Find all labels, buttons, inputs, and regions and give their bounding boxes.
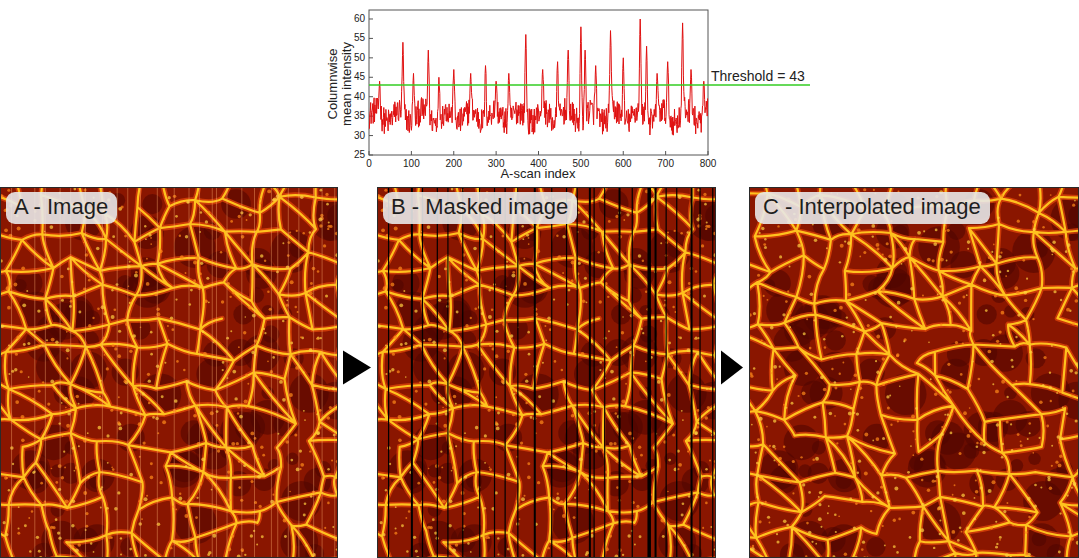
x-tick [665,151,666,155]
x-tick-label: 700 [657,158,674,170]
x-tick [623,151,624,155]
y-tick [369,18,373,19]
y-tick-label: 55 [354,32,365,44]
x-tick-label: 0 [366,158,372,170]
intensity-curve [369,19,708,135]
y-tick-label: 25 [354,149,365,161]
x-tick [708,151,709,155]
panel-label: A - Image [6,192,117,224]
x-tick-label: 600 [615,158,632,170]
image-panel: B - Masked image [377,187,716,558]
x-tick-label: 800 [700,158,717,170]
axis-title: Columnwise mean intensity [326,36,354,132]
oct-angiography-image [1,188,338,558]
threshold-label: Threshold = 43 [711,68,805,84]
flow-arrow [721,351,743,385]
image-panel: C - Interpolated image [749,187,1079,558]
panel-label: B - Masked image [383,192,577,224]
x-tick [538,151,539,155]
y-tick-label: 35 [354,110,365,122]
oct-angiography-image [750,188,1079,558]
y-tick-label: 60 [354,13,365,25]
x-tick [453,151,454,155]
y-tick [369,77,373,78]
plot-frame [369,10,708,155]
y-tick [369,135,373,136]
x-tick [369,151,370,155]
y-tick-label: 40 [354,91,365,103]
oct-angiography-image [378,188,716,558]
y-tick [369,96,373,97]
x-tick [496,151,497,155]
y-tick [369,155,373,156]
x-tick [580,151,581,155]
x-tick-label: 200 [445,158,462,170]
panel-label: C - Interpolated image [755,192,990,224]
threshold-line [369,84,810,86]
y-tick [369,57,373,58]
y-tick-label: 45 [354,71,365,83]
y-tick-label: 30 [354,130,365,142]
x-tick-label: 100 [403,158,420,170]
y-tick-label: 50 [354,52,365,64]
y-tick [369,38,373,39]
axis-title: A-scan index [500,167,575,181]
flow-arrow [343,351,371,385]
image-panel: A - Image [0,187,338,558]
x-tick [411,151,412,155]
